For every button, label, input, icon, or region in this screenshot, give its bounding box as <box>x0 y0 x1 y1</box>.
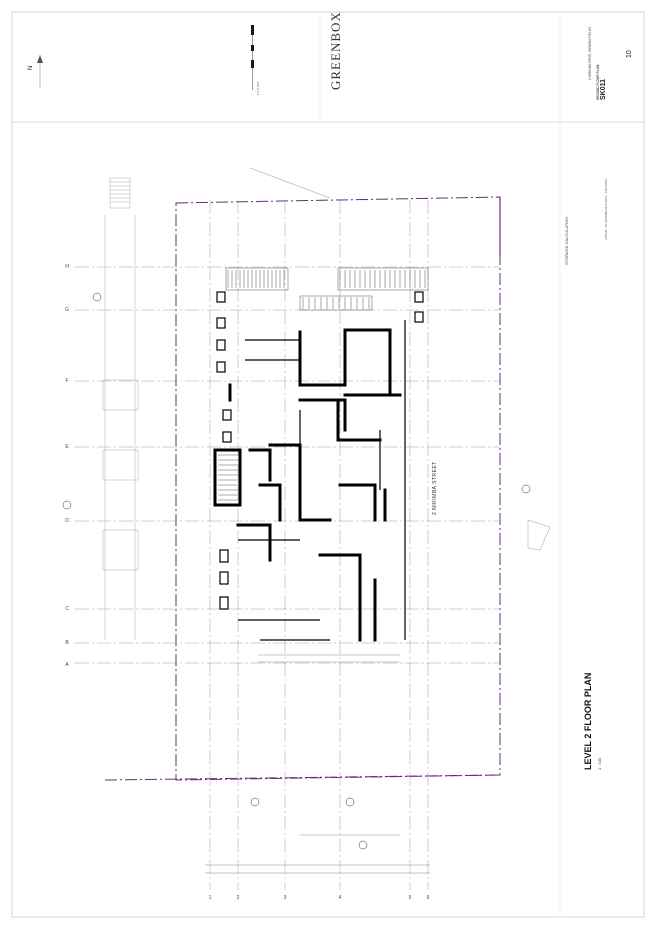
grid-label: A <box>65 662 69 668</box>
storage-note: APPLIC. TO NIRIMBA DCP 2017 - CONTROL <box>604 178 608 240</box>
grid-bubble-5: 5 <box>405 893 415 903</box>
grid-bubble-3: 3 <box>280 893 290 903</box>
street-name: 2 NIRIMBA STREET <box>432 461 438 515</box>
grid-label: D <box>65 518 69 524</box>
grid-bubble-b: B <box>62 638 72 648</box>
plan-title: LEVEL 2 FLOOR PLAN <box>583 672 593 770</box>
grid-bubble-f: F <box>62 376 72 386</box>
scale-bar-label: 0 2 5 10m <box>256 81 260 95</box>
grid-bubble-g: G <box>62 305 72 315</box>
grid-bubble-e: E <box>62 442 72 452</box>
grid-bubble-2: 2 <box>233 893 243 903</box>
grid-label: 3 <box>283 895 287 901</box>
grid-bubble-d: D <box>62 516 72 526</box>
grid-bubble-1: 1 <box>205 893 215 903</box>
grid-bubble-4: 4 <box>335 893 345 903</box>
plan-scale: 1 : 100 <box>597 757 602 770</box>
storage-heading: STORAGE CALCULATION <box>564 216 569 265</box>
grid-label: 1 <box>208 895 212 901</box>
grid-bubble-6: 6 <box>423 893 433 903</box>
north-label: N <box>28 65 34 70</box>
grid-bubble-h: H <box>62 262 72 272</box>
grid-label: 6 <box>426 895 430 901</box>
grid-bubble-a: A <box>62 660 72 670</box>
grid-label: E <box>65 444 69 450</box>
grid-label: 4 <box>338 895 342 901</box>
grid-label: G <box>65 307 69 313</box>
grid-label: B <box>65 640 69 646</box>
sheet-number: SK011 <box>600 78 607 100</box>
grid-label: F <box>65 378 69 384</box>
grid-label: C <box>65 606 69 612</box>
revision-number: 10 <box>626 50 633 58</box>
grid-label: 5 <box>408 895 412 901</box>
project-address: 2 NIRIMBA DRIVE, NIRIMBA FIELDS <box>588 26 592 80</box>
grid-label: H <box>65 264 69 270</box>
grid-bubble-c: C <box>62 604 72 614</box>
grid-label: 2 <box>236 895 240 901</box>
brand-logo: GREENBOX <box>328 11 343 90</box>
